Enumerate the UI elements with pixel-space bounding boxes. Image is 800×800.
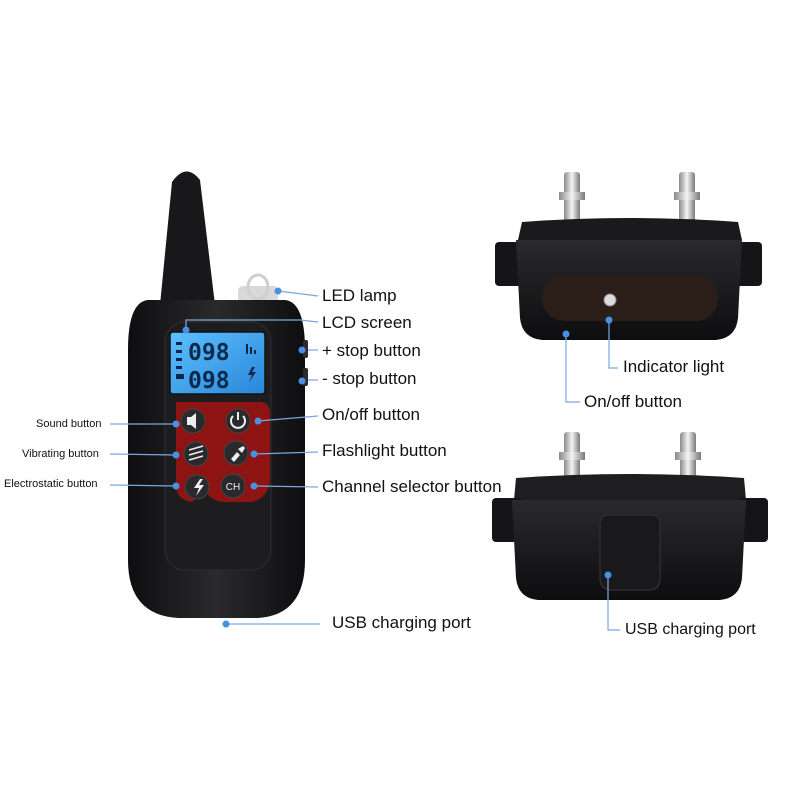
label-lcd-screen: LCD screen (322, 313, 412, 332)
contact-pin (674, 172, 700, 224)
antenna (160, 171, 215, 305)
flashlight-button[interactable] (223, 440, 249, 466)
plus-stop-side-button[interactable] (303, 340, 308, 358)
label-receiver-usb: USB charging port (625, 621, 756, 638)
on-off-button[interactable] (225, 408, 251, 434)
label-vibrating: Vibrating button (22, 448, 99, 460)
vibrating-button[interactable] (183, 441, 209, 467)
callouts (109, 290, 620, 631)
electrostatic-button[interactable] (184, 474, 210, 500)
label-plus-stop: + stop button (322, 341, 421, 360)
label-indicator-light: Indicator light (623, 357, 725, 376)
indicator-light (603, 293, 617, 307)
flashlight-icon (231, 446, 245, 462)
power-icon (230, 415, 246, 429)
label-channel-selector: Channel selector button (322, 477, 502, 496)
label-led-lamp: LED lamp (322, 286, 397, 305)
channel-button-label: CH (226, 482, 240, 493)
lcd-lightning-icon (248, 367, 256, 382)
label-usb-port: USB charging port (332, 613, 471, 632)
lightning-icon (194, 479, 204, 496)
label-sound: Sound button (36, 418, 102, 430)
contact-pin (675, 432, 701, 480)
lcd-top-value: 098 (188, 340, 230, 366)
sound-button[interactable] (180, 408, 206, 434)
label-electrostatic: Electrostatic button (4, 478, 98, 490)
indicator-window (542, 275, 718, 321)
remote-transmitter: 098 098 CH (128, 171, 308, 618)
label-flashlight: Flashlight button (322, 441, 447, 460)
lcd-signal-icon (246, 344, 256, 354)
collar-receiver-front (495, 172, 762, 340)
usb-port-cover[interactable] (599, 514, 661, 591)
lcd-screen: 098 098 (169, 331, 266, 395)
label-on-off: On/off button (322, 405, 420, 424)
lcd-bottom-value: 098 (188, 368, 230, 394)
contact-pin (559, 432, 585, 480)
callout-dots (172, 287, 613, 628)
label-minus-stop: - stop button (322, 369, 417, 388)
label-receiver-on-off: On/off button (584, 392, 682, 411)
vibration-icon (188, 445, 204, 461)
speaker-icon (187, 413, 196, 429)
collar-receiver-back (492, 432, 768, 600)
contact-pin (559, 172, 585, 224)
channel-selector-button[interactable]: CH (220, 473, 246, 499)
